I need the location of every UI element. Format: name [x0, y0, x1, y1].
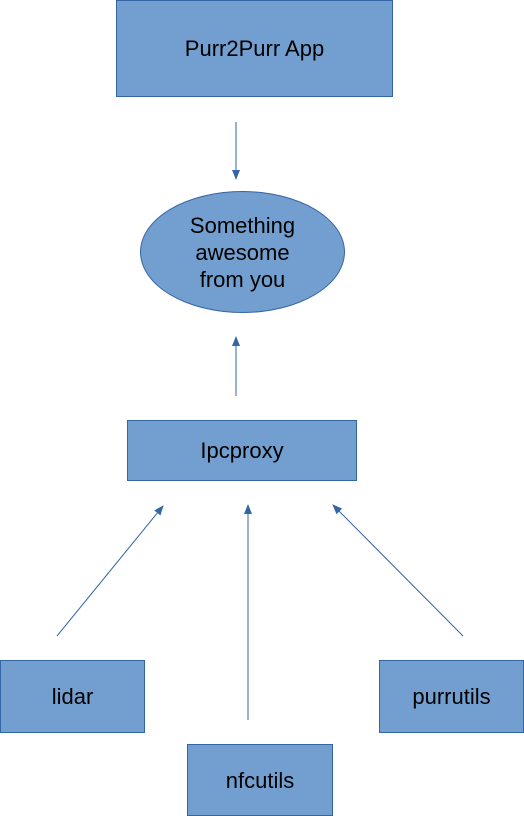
- node-label-center: Something awesome from you: [189, 212, 296, 292]
- node-lidar: lidar: [0, 660, 145, 733]
- node-purrutils: purrutils: [379, 660, 524, 733]
- node-something-awesome: Something awesome from you: [140, 191, 345, 313]
- node-ipcproxy: Ipcproxy: [127, 420, 357, 481]
- node-label-ipcproxy: Ipcproxy: [200, 438, 284, 463]
- node-nfcutils: nfcutils: [187, 744, 333, 816]
- node-label-app: Purr2Purr App: [184, 36, 325, 61]
- node-label-lidar: lidar: [51, 684, 94, 709]
- edge-purrutils-to-ipcproxy: [332, 504, 464, 637]
- node-purr2purr-app: Purr2Purr App: [116, 0, 393, 97]
- edge-lidar-to-ipcproxy: [56, 505, 164, 637]
- node-label-purrutils: purrutils: [412, 684, 491, 709]
- node-label-nfcutils: nfcutils: [225, 767, 295, 793]
